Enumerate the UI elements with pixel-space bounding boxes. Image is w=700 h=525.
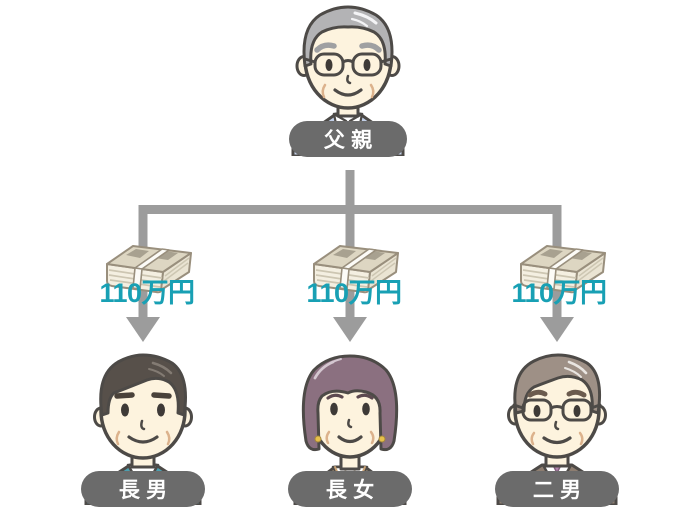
- connector-horizontal-bar: [138, 205, 562, 214]
- eldest-daughter-mouth: [337, 435, 363, 444]
- eldest-son-nose: [140, 419, 146, 431]
- eldest-son-eye: [157, 403, 165, 417]
- father-eye: [363, 59, 371, 71]
- second-son-eye: [533, 405, 541, 417]
- eldest-daughter-eye: [362, 402, 370, 416]
- earring-icon: [378, 435, 386, 443]
- father-eyebrow: [314, 42, 337, 53]
- second-son-label-pill: 二男: [495, 471, 619, 507]
- eldest-daughter-eyebrow: [326, 393, 344, 400]
- second-son-nose: [554, 420, 560, 431]
- second-son-eyebrow: [527, 389, 548, 398]
- father-eye: [325, 59, 333, 71]
- arrow-down-icon: [126, 317, 160, 342]
- father-label-pill: 父親: [289, 121, 407, 157]
- gift-amount-label: 110万円: [306, 278, 402, 308]
- eldest-daughter-eyebrow: [356, 393, 374, 400]
- eldest-daughter-label-pill: 長女: [288, 471, 412, 507]
- eldest-son-eyebrow: [114, 392, 135, 399]
- eldest-daughter-eye: [330, 402, 338, 416]
- eldest-son-hair: [99, 353, 187, 417]
- eldest-daughter-hair: [301, 354, 399, 452]
- earring-icon: [314, 435, 322, 443]
- second-son-eyebrow: [566, 389, 587, 398]
- father-eyebrow: [359, 42, 382, 53]
- arrow-down-icon: [540, 317, 574, 342]
- gift-amount-label: 110万円: [511, 278, 607, 308]
- arrow-down-icon: [333, 317, 367, 342]
- father-mouth: [333, 88, 363, 97]
- father-hair: [302, 5, 394, 68]
- father-glasses-icon: [303, 52, 393, 77]
- second-son-mouth: [542, 436, 572, 445]
- eldest-son-eyebrow: [151, 392, 172, 399]
- connector-parent-stem: [345, 170, 355, 317]
- eldest-daughter-nose: [347, 418, 353, 429]
- second-son-glasses-icon: [512, 398, 602, 422]
- father-nose: [346, 74, 352, 85]
- second-son-eye: [573, 405, 581, 417]
- eldest-son-eye: [121, 403, 129, 417]
- eldest-son-mouth: [127, 435, 159, 444]
- gift-amount-label: 110万円: [99, 278, 195, 308]
- eldest-son-label-pill: 長男: [81, 471, 205, 507]
